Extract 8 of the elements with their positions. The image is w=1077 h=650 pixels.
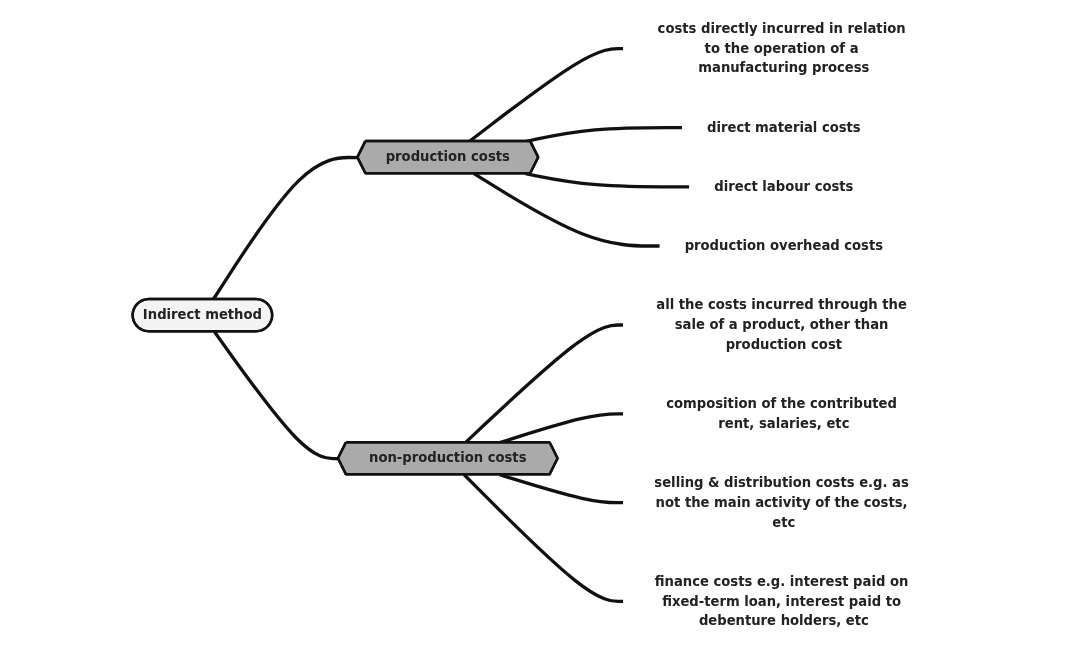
node-text: all the costs incurred through the sale of a product, other than production cost	[656, 297, 907, 353]
node-text: costs directly incurred in relation to the operation of a manufacturing process	[657, 20, 906, 76]
node-text: direct labour costs	[714, 178, 854, 195]
node-text: direct material costs	[707, 119, 861, 135]
node-text: selling & distribution costs e.g. as not the main activity of the costs, etc	[654, 474, 909, 530]
node-text: finance costs e.g. interest paid on fixed-term loan, interest paid to debenture holders, etc	[654, 573, 909, 629]
node-text: production overhead costs	[684, 237, 884, 254]
node-text: composition of the contributed rent, salaries, etc	[666, 395, 897, 432]
